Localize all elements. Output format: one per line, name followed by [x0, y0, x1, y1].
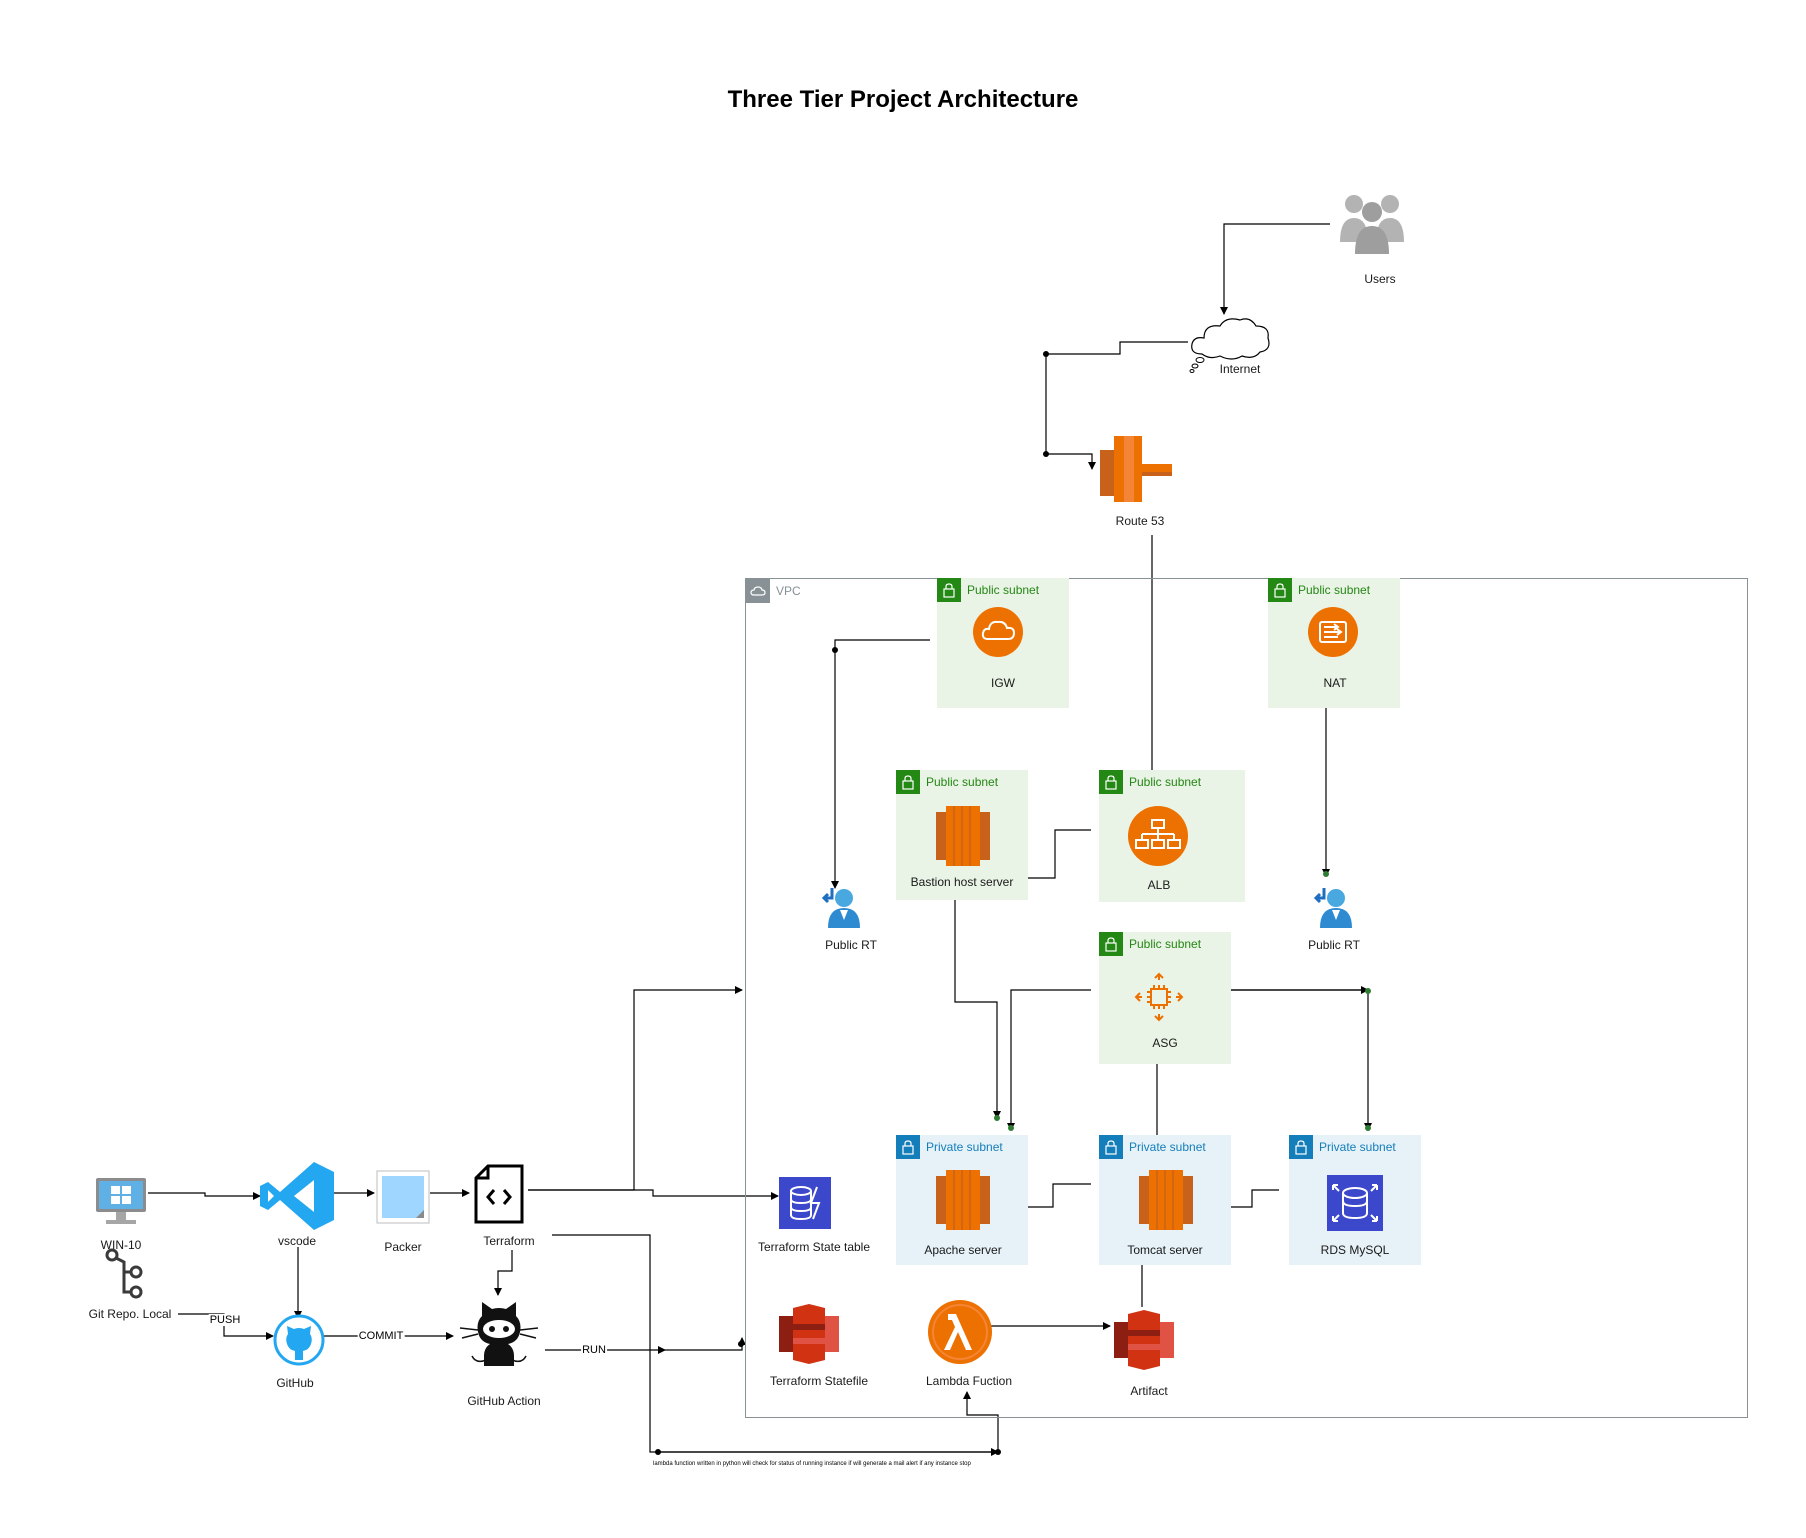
edge-apache-tomcat — [1022, 1183, 1091, 1208]
edge-tomcat-rds — [1223, 1189, 1279, 1208]
asg-label: ASG — [1152, 1036, 1178, 1050]
alb-label: ALB — [1147, 878, 1171, 892]
bastion-ec2-icon[interactable] — [936, 806, 990, 866]
packer-icon[interactable] — [376, 1170, 430, 1224]
edge-terraform-vpc — [528, 986, 743, 1191]
subnet-label: Public subnet — [926, 775, 999, 789]
edge-alb-bastion — [1014, 829, 1091, 882]
lock-icon — [1289, 1135, 1313, 1159]
users-icon[interactable] — [1340, 190, 1404, 256]
github-action-octocat-icon[interactable] — [458, 1300, 540, 1372]
subnet-label: Public subnet — [1129, 775, 1202, 789]
win10-label: WIN-10 — [100, 1238, 142, 1252]
igw-label: IGW — [991, 676, 1015, 690]
edge-run-vpc — [665, 1337, 746, 1351]
commit-edge-label: COMMIT — [357, 1330, 405, 1342]
tf-statefile-label: Terraform Statefile — [769, 1374, 869, 1388]
subnet-nat: Public subnet — [1268, 578, 1400, 708]
lock-icon — [937, 578, 961, 602]
subnet-asg: Public subnet — [1099, 932, 1231, 1064]
vscode-icon[interactable] — [260, 1162, 334, 1230]
lambda-note-text: lambda function written in python will c… — [653, 1461, 971, 1467]
nat-label: NAT — [1323, 676, 1347, 690]
artifact-label: Artifact — [1130, 1384, 1168, 1398]
lock-icon — [1099, 932, 1123, 956]
edge-bastion-apache — [954, 900, 1001, 1119]
vpc-label: VPC — [776, 584, 801, 598]
lock-icon — [896, 770, 920, 794]
apache-ec2-icon[interactable] — [936, 1170, 990, 1230]
subnet-label: Private subnet — [1319, 1140, 1396, 1154]
alb-load-balancer-icon[interactable] — [1128, 806, 1188, 866]
github-label: GitHub — [276, 1376, 314, 1390]
public-rt-left-icon[interactable] — [820, 886, 862, 928]
push-edge-label: PUSH — [208, 1314, 242, 1326]
public-rt-right-label: Public RT — [1308, 938, 1360, 952]
lock-icon — [896, 1135, 920, 1159]
edge-users-internet — [1220, 223, 1330, 315]
subnet-label: Public subnet — [1129, 937, 1202, 951]
packer-label: Packer — [384, 1240, 422, 1254]
tomcat-label: Tomcat server — [1127, 1243, 1203, 1257]
github-icon[interactable] — [273, 1314, 325, 1366]
rds-label: RDS MySQL — [1320, 1243, 1390, 1257]
windows-monitor-icon[interactable] — [94, 1176, 148, 1226]
tomcat-ec2-icon[interactable] — [1139, 1170, 1193, 1230]
vpc-group: VPC — [745, 578, 1748, 1418]
edge-asg-apache — [1007, 989, 1091, 1131]
route53-label: Route 53 — [1115, 514, 1165, 528]
artifact-s3-icon[interactable] — [1114, 1310, 1174, 1370]
edge-igw-publicrt — [831, 639, 930, 889]
route53-icon[interactable] — [1100, 436, 1172, 502]
nat-gateway-icon[interactable] — [1308, 607, 1358, 657]
github-action-label: GitHub Action — [467, 1394, 541, 1408]
vscode-label: vscode — [277, 1234, 317, 1248]
edge-terraform-action — [494, 1250, 513, 1296]
igw-cloud-icon[interactable] — [973, 607, 1023, 657]
git-branch-icon[interactable] — [104, 1248, 144, 1300]
lambda-label: Lambda Fuction — [925, 1374, 1013, 1388]
git-local-label: Git Repo. Local — [88, 1307, 172, 1321]
internet-label: Internet — [1219, 362, 1261, 376]
lock-icon — [1268, 578, 1292, 602]
rds-database-icon[interactable] — [1327, 1175, 1383, 1231]
users-label: Users — [1364, 272, 1396, 286]
internet-cloud-icon[interactable] — [1188, 312, 1272, 374]
run-edge-label: RUN — [581, 1344, 607, 1356]
s3-bucket-icon[interactable] — [779, 1304, 839, 1364]
lock-icon — [1099, 770, 1123, 794]
subnet-rds: Private subnet — [1289, 1135, 1421, 1265]
subnet-label: Public subnet — [1298, 583, 1371, 597]
diagram-title: Three Tier Project Architecture — [727, 86, 1079, 113]
subnet-tomcat: Private subnet — [1099, 1135, 1231, 1265]
edge-terraform-statetable — [528, 1189, 779, 1200]
public-rt-right-icon[interactable] — [1312, 886, 1354, 928]
terraform-label: Terraform — [483, 1234, 535, 1248]
edge-win10-vscode — [148, 1192, 261, 1200]
subnet-label: Private subnet — [926, 1140, 1003, 1154]
asg-autoscaling-icon[interactable] — [1134, 972, 1184, 1022]
lock-icon — [1099, 1135, 1123, 1159]
public-rt-left-label: Public RT — [825, 938, 877, 952]
lambda-icon[interactable] — [928, 1300, 992, 1364]
tf-state-table-label: Terraform State table — [757, 1240, 871, 1254]
bastion-label: Bastion host server — [910, 875, 1014, 889]
terraform-code-file-icon[interactable] — [474, 1164, 524, 1224]
subnet-label: Public subnet — [967, 583, 1040, 597]
apache-label: Apache server — [924, 1243, 1002, 1257]
subnet-label: Private subnet — [1129, 1140, 1206, 1154]
dynamodb-table-icon[interactable] — [779, 1177, 831, 1229]
cloud-icon — [746, 579, 770, 603]
